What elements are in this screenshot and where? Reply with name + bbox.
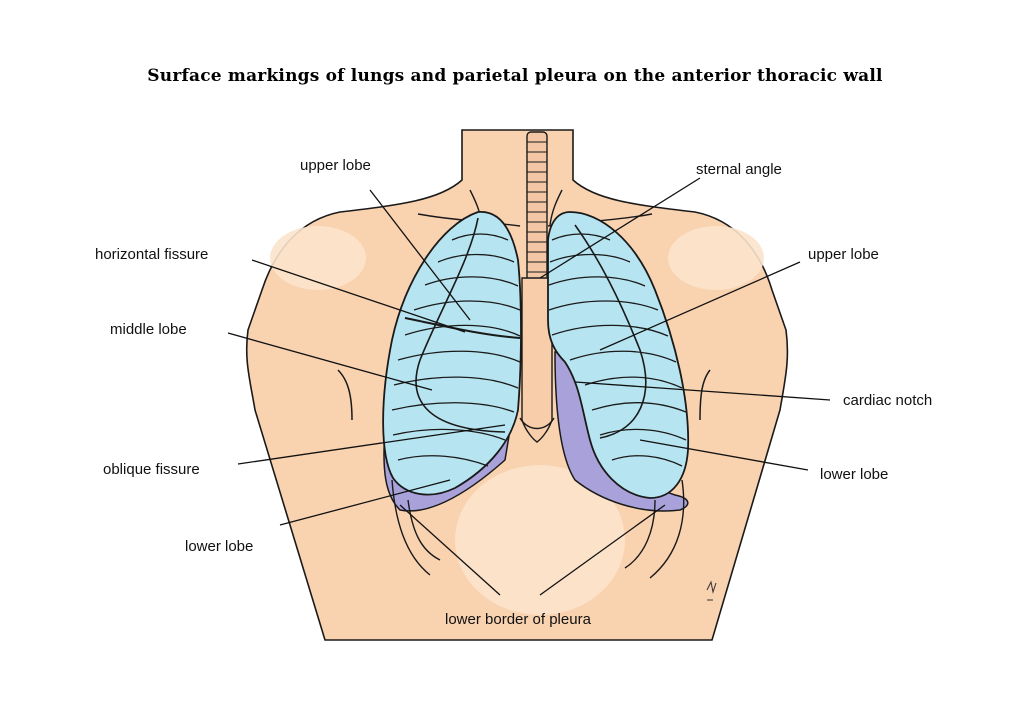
right-horizontal-fissure xyxy=(404,317,521,339)
figure-title: Surface markings of lungs and parietal p… xyxy=(147,66,883,86)
label-lower-lobe-left: lower lobe xyxy=(185,538,253,555)
label-oblique-fissure: oblique fissure xyxy=(103,461,200,478)
left-lung xyxy=(547,211,690,499)
label-lower-border-pleura: lower border of pleura xyxy=(445,611,592,628)
left-shoulder-highlight xyxy=(270,226,366,290)
right-shoulder-highlight xyxy=(668,226,764,290)
leader-pleura-left xyxy=(399,504,501,596)
right-lung xyxy=(382,211,522,496)
leader-oblique-fissure xyxy=(237,424,506,465)
xiphoid-process xyxy=(519,417,555,430)
label-middle-lobe: middle lobe xyxy=(110,321,187,338)
label-sternal-angle: sternal angle xyxy=(696,161,782,178)
label-lower-lobe-right: lower lobe xyxy=(820,466,888,483)
left-oblique-fissure xyxy=(574,224,647,439)
label-upper-lobe-left: upper lobe xyxy=(300,157,371,174)
leader-middle-lobe xyxy=(227,332,433,391)
leader-horizontal-fissure xyxy=(251,259,466,333)
leader-sternal-angle xyxy=(539,177,701,279)
leader-pleura-right xyxy=(539,504,666,596)
leader-upper-lobe-right xyxy=(599,261,801,351)
leader-lower-lobe-right xyxy=(639,439,809,471)
right-lung-ribs xyxy=(391,233,521,467)
artist-signature-mark xyxy=(706,580,717,601)
label-upper-lobe-right: upper lobe xyxy=(808,246,879,263)
abdomen-highlight xyxy=(455,465,625,615)
leader-lines xyxy=(227,177,831,596)
right-neck-line xyxy=(549,189,563,226)
leader-upper-lobe-left xyxy=(369,189,471,321)
right-oblique-fissure xyxy=(415,217,506,433)
trachea xyxy=(526,131,548,283)
label-horizontal-fissure: horizontal fissure xyxy=(95,246,208,263)
label-cardiac-notch: cardiac notch xyxy=(843,392,932,409)
left-lung-ribs xyxy=(548,233,687,467)
right-arm-crease xyxy=(699,369,711,421)
leader-lower-lobe-left xyxy=(279,479,451,526)
leader-cardiac-notch xyxy=(574,381,831,401)
left-arm-crease xyxy=(337,369,353,421)
lower-ribs xyxy=(391,479,685,579)
